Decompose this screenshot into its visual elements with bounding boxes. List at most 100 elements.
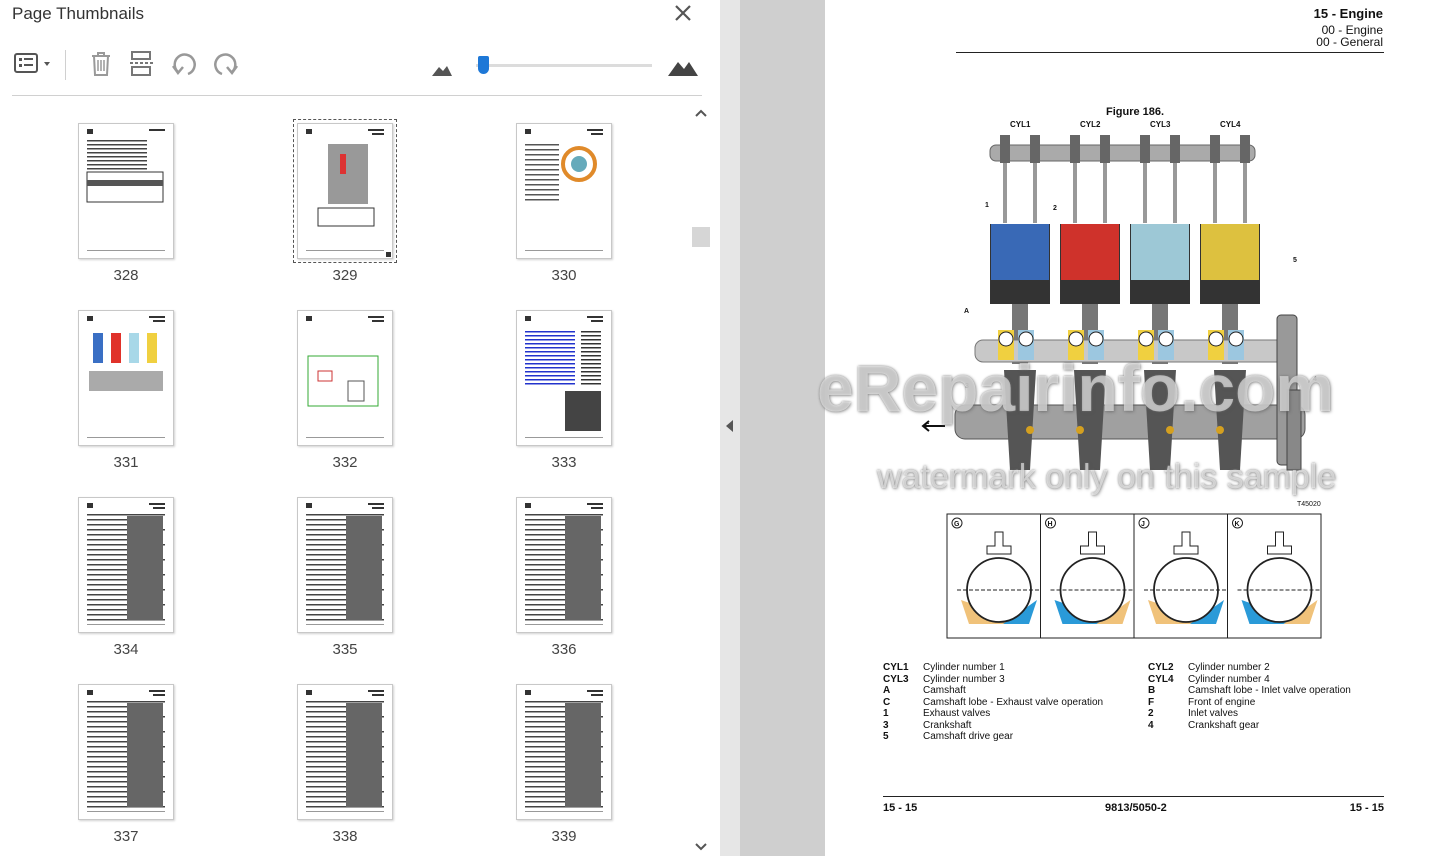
- legend-description: Crankshaft gear: [1188, 719, 1260, 731]
- rotate-counterclockwise-button[interactable]: [170, 48, 198, 80]
- page-thumbnail[interactable]: [516, 310, 612, 446]
- trash-icon: [92, 52, 110, 76]
- thumbnail-size-slider[interactable]: [476, 56, 654, 74]
- legend-key: CYL2: [1148, 662, 1174, 673]
- list-options-icon: [14, 53, 50, 73]
- thumbnail-page-number: 329: [332, 267, 358, 284]
- zoom-in-thumbnails[interactable]: [667, 48, 699, 80]
- legend-description: Cylinder number 1: [923, 662, 1005, 673]
- footer-center: 9813/5050-2: [1105, 802, 1167, 814]
- page-thumbnail[interactable]: [78, 497, 174, 633]
- large-mountain-icon: [668, 62, 698, 76]
- cylinder-label: CYL2: [1080, 120, 1101, 129]
- legend-key: CYL3: [883, 673, 909, 685]
- extract-pages-button[interactable]: [128, 48, 156, 80]
- close-icon[interactable]: [672, 2, 694, 24]
- page-thumbnail[interactable]: [297, 497, 393, 633]
- scroll-down-icon[interactable]: [690, 836, 712, 856]
- page-thumbnail[interactable]: [516, 123, 612, 259]
- thumbnail-page-number: 331: [113, 454, 139, 471]
- page-thumbnail[interactable]: [297, 684, 393, 820]
- valve-stem: [1073, 163, 1077, 223]
- crank-web: [1004, 370, 1036, 470]
- page-preview: [525, 129, 603, 251]
- page-thumbnail[interactable]: [78, 123, 174, 259]
- cam-follower: [1267, 531, 1292, 555]
- panel-splitter[interactable]: [720, 0, 740, 856]
- rocker-arm: [1210, 135, 1220, 163]
- legend-description: Camshaft: [923, 685, 966, 696]
- legend-description: Cylinder number 2: [1188, 662, 1270, 673]
- legend-description: Inlet valves: [1188, 708, 1239, 719]
- crankshaft-gear: [1286, 389, 1302, 471]
- thumbnail-page-number: 338: [332, 828, 358, 845]
- vertical-scrollbar[interactable]: [690, 100, 712, 856]
- piston: [1131, 224, 1189, 280]
- legend-description: Crankshaft: [923, 719, 972, 731]
- front-arrow: [921, 420, 945, 432]
- rocker-arm: [1170, 135, 1180, 163]
- callout-c: [1068, 331, 1084, 347]
- rocker-arm: [1070, 135, 1080, 163]
- scroll-up-icon[interactable]: [690, 102, 712, 124]
- slider-track: [476, 64, 652, 67]
- valve-stem: [1103, 163, 1107, 223]
- rotate-left-icon: [171, 53, 196, 76]
- small-mountain-icon: [432, 66, 452, 76]
- valve-stem: [1213, 163, 1217, 223]
- legend-key: CYL1: [883, 662, 909, 673]
- page-thumbnail[interactable]: [78, 310, 174, 446]
- piston: [1201, 224, 1259, 280]
- page-preview: [87, 316, 165, 438]
- cam-follower: [1173, 531, 1199, 555]
- callout-1: 1: [985, 202, 989, 209]
- page-preview: [87, 503, 165, 625]
- cam-view-badge: [951, 517, 963, 529]
- legend-key: F: [1148, 696, 1155, 708]
- cam-view-letter: J: [1141, 521, 1145, 528]
- header-subtitle-2: 00 - General: [1316, 35, 1383, 49]
- document-page: 15 - Engine 00 - Engine 00 - General Fig…: [817, 0, 1430, 856]
- rocker-arm: [1240, 135, 1250, 163]
- rocker-arm: [1140, 135, 1150, 163]
- legend-key: 4: [1148, 719, 1154, 731]
- options-menu-button[interactable]: [12, 48, 56, 80]
- figure-label: Figure 186.: [1106, 106, 1165, 118]
- page-preview: [525, 503, 603, 625]
- page-preview: [525, 316, 603, 438]
- zoom-out-thumbnails[interactable]: [430, 48, 454, 80]
- page-thumbnail[interactable]: [78, 684, 174, 820]
- legend-description: Cylinder number 3: [923, 673, 1005, 685]
- collapse-panel-icon[interactable]: [720, 416, 740, 436]
- legend-key: C: [883, 696, 891, 708]
- scroll-thumb[interactable]: [692, 227, 710, 247]
- thumbnails-panel: Page Thumbnails: [12, 2, 712, 856]
- delete-page-button[interactable]: [87, 48, 115, 80]
- cam-view-badge: [1138, 517, 1150, 529]
- rocker-arm: [1030, 135, 1040, 163]
- legend-description: Cylinder number 4: [1188, 673, 1270, 685]
- callout-f: F: [925, 423, 930, 430]
- legend-description: Camshaft drive gear: [923, 731, 1014, 742]
- callout-b: [1158, 331, 1174, 347]
- page-thumbnail[interactable]: [516, 497, 612, 633]
- page-thumbnail[interactable]: [293, 119, 397, 263]
- page-thumbnail[interactable]: [297, 310, 393, 446]
- footer-left: 15 - 15: [883, 802, 918, 814]
- thumbnail-page-number: 336: [551, 641, 577, 658]
- rotate-clockwise-button[interactable]: [212, 48, 240, 80]
- figure-code: T45020: [1297, 501, 1321, 508]
- header-rule: [956, 52, 1384, 53]
- callout-3: 3: [965, 383, 969, 390]
- page-thumbnail[interactable]: [516, 684, 612, 820]
- slider-handle[interactable]: [478, 56, 489, 74]
- crank-pin-marker: [1216, 426, 1224, 434]
- callout-c: [1138, 331, 1154, 347]
- callout-c: [998, 331, 1014, 347]
- legend-description: Exhaust valves: [923, 708, 991, 719]
- legend-key: 2: [1148, 708, 1154, 719]
- cam-follower: [986, 531, 1012, 555]
